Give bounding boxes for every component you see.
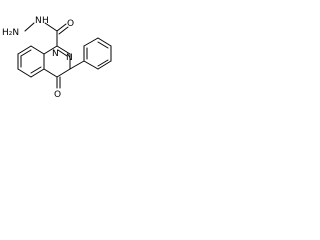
ring-nitrogen-right-label: N (66, 53, 73, 63)
bond-phenyl-2 (97, 60, 112, 70)
bond-phenyl-1 (83, 60, 99, 70)
hydrazide-nh-label: N (35, 16, 42, 26)
carbonyl-oxygen-top-label: O (67, 19, 74, 29)
bond-nh-n (24, 22, 35, 32)
phthalazinone-structure-diagram: H₂N N H O N N O (2, 16, 112, 100)
ring-nitrogen-left-label: N (52, 49, 59, 59)
bond-ring-c1-n2-double (57, 49, 68, 57)
bond-benzo-2 (30, 45, 45, 55)
bond-n-phenyl (69, 60, 85, 70)
bond-phenyl-4 (97, 37, 112, 47)
bond-benzo-5 (17, 68, 32, 78)
bond-ring-c1-n2 (56, 45, 71, 55)
bond-benzo-double-2 (30, 66, 42, 74)
bond-phenyl-5 (83, 37, 99, 47)
bond-benzo-1 (17, 45, 32, 55)
bond-ring-c4-c4a (43, 68, 58, 78)
hydrazide-h-label: H (42, 16, 49, 26)
carbonyl-oxygen-bottom-label: O (54, 90, 61, 100)
bond-ring-c1-c8a (43, 45, 58, 55)
bond-ring-n3-c4 (56, 68, 71, 78)
hydrazide-nh2-label: H₂N (2, 28, 19, 38)
bond-carbonyl-o-double (58, 26, 69, 35)
bond-carbonyl-n (44, 22, 58, 32)
bond-benzo-double-1 (20, 49, 32, 57)
bond-phenyl-double-2 (97, 41, 109, 49)
bond-benzo-4 (30, 68, 45, 78)
bond-phenyl-double-1 (97, 59, 109, 67)
bond-carbonyl-o (56, 23, 67, 32)
